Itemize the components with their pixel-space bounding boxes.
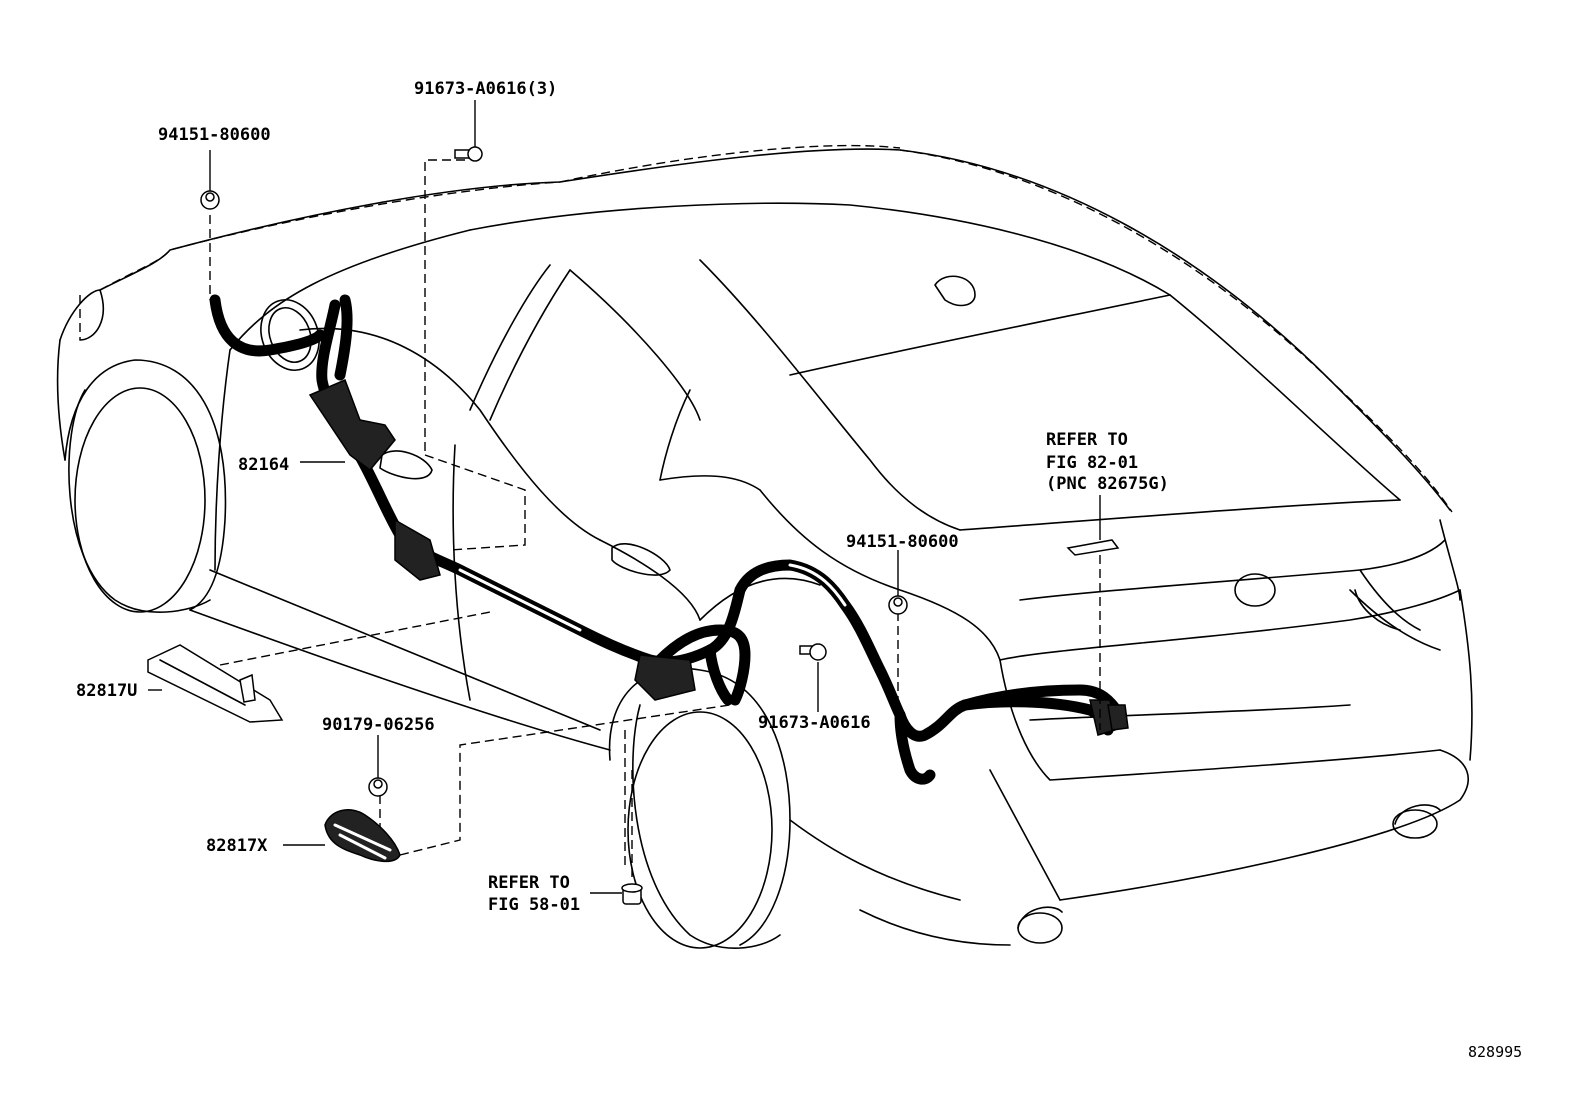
label-94151-80600-rear: 94151-80600 <box>846 532 959 552</box>
clip-icon-rear <box>888 595 908 615</box>
label-refer-58-line1: REFER TO <box>488 873 570 893</box>
protector-82817u-icon <box>147 644 284 723</box>
protector-82817x-icon <box>324 809 401 863</box>
label-82817u: 82817U <box>76 681 137 701</box>
car-body-outline <box>56 144 1473 949</box>
label-82164: 82164 <box>238 455 289 475</box>
label-refer-82-line3: (PNC 82675G) <box>1046 474 1169 494</box>
label-refer-82-line2: FIG 82-01 <box>1046 453 1138 473</box>
bolt-icon-side <box>799 643 827 661</box>
bracket-icon-trunk <box>1066 539 1120 556</box>
label-91673-a0616-3: 91673-A0616(3) <box>414 79 557 99</box>
leader-lines <box>148 100 1101 894</box>
reference-lines <box>209 159 1101 880</box>
part-labels: 91673-A0616(3) 94151-80600 82164 REFER T… <box>76 79 1522 1061</box>
label-refer-58-line2: FIG 58-01 <box>488 895 580 915</box>
diagram-id: 828995 <box>1468 1043 1522 1061</box>
wire-harness-82164 <box>209 294 1129 785</box>
clip-icon-lower <box>368 777 388 797</box>
label-94151-80600-front: 94151-80600 <box>158 125 271 145</box>
clip-icon-front <box>200 190 220 210</box>
bolt-icon-top <box>454 146 483 162</box>
label-90179-06256: 90179-06256 <box>322 715 435 735</box>
label-82817x: 82817X <box>206 836 268 856</box>
label-91673-a0616: 91673-A0616 <box>758 713 871 733</box>
grommet-icon <box>621 883 643 905</box>
label-refer-82-line1: REFER TO <box>1046 430 1128 450</box>
